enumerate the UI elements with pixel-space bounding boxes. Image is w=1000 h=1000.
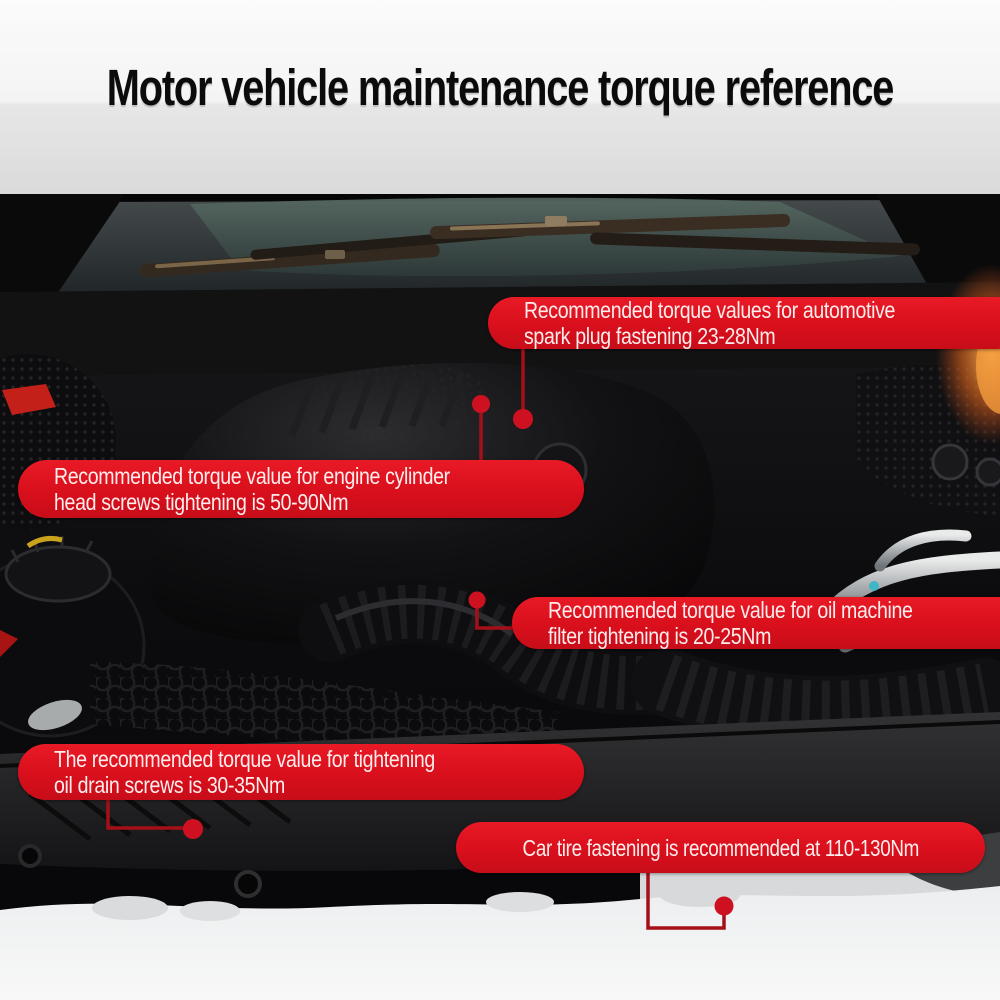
callout-text-line: Car tire fastening is recommended at 110… — [522, 834, 919, 861]
wiper-blades — [140, 213, 920, 278]
callout-car-tire: Car tire fastening is recommended at 110… — [456, 822, 985, 873]
red-triangle-decal — [0, 630, 18, 657]
callout-text-line: spark plug fastening 23-28Nm — [524, 323, 776, 349]
yellow-cable — [26, 536, 63, 549]
metal-fitting — [28, 699, 82, 731]
page-title: Motor vehicle maintenance torque referen… — [106, 59, 895, 116]
callout-oil-filter: Recommended torque value for oil machine… — [512, 597, 1000, 649]
callout-text-line: oil drain screws is 30-35Nm — [54, 772, 285, 798]
red-marker-tag — [2, 384, 56, 415]
callout-text-line: The recommended torque value for tighten… — [54, 746, 435, 772]
callout-text-line: head screws tightening is 50-90Nm — [54, 489, 349, 515]
callout-oil-drain: The recommended torque value for tighten… — [18, 744, 584, 800]
callout-cylinder-head: Recommended torque value for engine cyli… — [18, 460, 584, 518]
teal-clip — [869, 581, 879, 591]
callout-spark-plug: Recommended torque values for automotive… — [488, 297, 1000, 349]
callout-text-line: filter tightening is 20-25Nm — [548, 623, 772, 649]
callout-text-line: Recommended torque values for automotive — [524, 297, 896, 323]
callout-text-line: Recommended torque value for engine cyli… — [54, 463, 450, 489]
callout-text-line: Recommended torque value for oil machine — [548, 597, 913, 623]
header-banner: Motor vehicle maintenance torque referen… — [0, 0, 1000, 194]
